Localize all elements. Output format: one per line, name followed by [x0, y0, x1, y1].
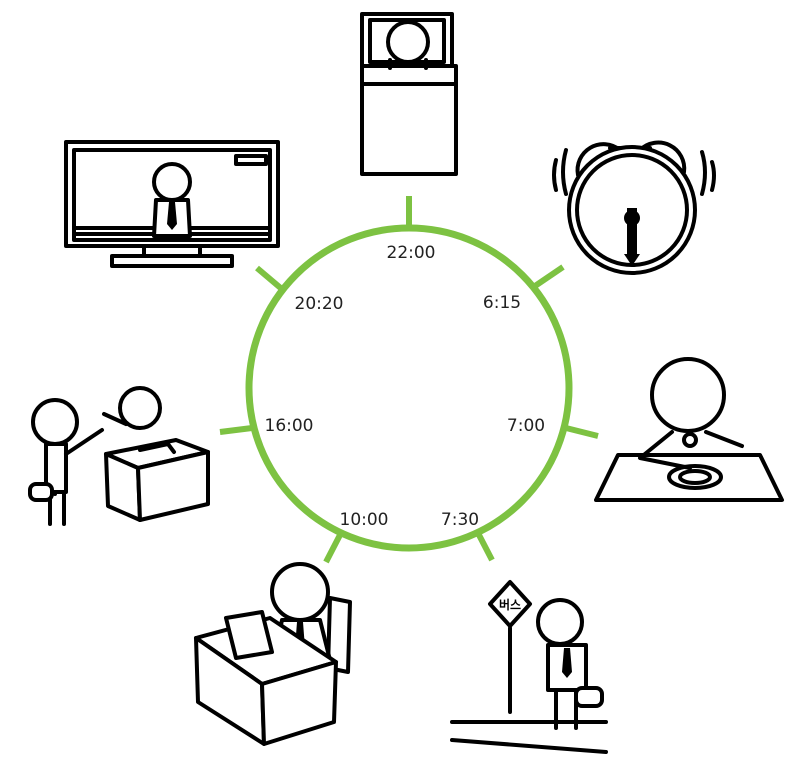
eating-breakfast-icon	[594, 357, 784, 502]
bus-stop-waiting-icon: 버스	[450, 580, 608, 754]
tick-7-00	[565, 425, 599, 439]
tick-7-30	[475, 531, 495, 562]
tick-6-15	[533, 264, 565, 289]
schedule-ring	[245, 224, 573, 552]
tick-20-20	[255, 265, 285, 293]
tick-16-00	[219, 425, 253, 435]
alarm-clock-icon	[552, 140, 716, 275]
watching-tv-icon	[64, 140, 280, 268]
time-label-20-20: 20:20	[295, 294, 344, 314]
meeting-at-table-icon	[28, 386, 210, 526]
time-label-22-00: 22:00	[387, 243, 436, 263]
time-label-7-30: 7:30	[441, 510, 479, 530]
time-label-16-00: 16:00	[265, 416, 314, 436]
ring-ticks	[219, 196, 599, 564]
time-label-10-00: 10:00	[340, 510, 389, 530]
time-label-7-00: 7:00	[507, 416, 545, 436]
tick-10-00	[323, 531, 344, 564]
sleeping-in-bed-icon	[360, 12, 458, 176]
office-desk-laptop-icon	[194, 562, 352, 746]
time-label-6-15: 6:15	[483, 293, 521, 313]
bus-sign-text: 버스	[499, 597, 521, 612]
